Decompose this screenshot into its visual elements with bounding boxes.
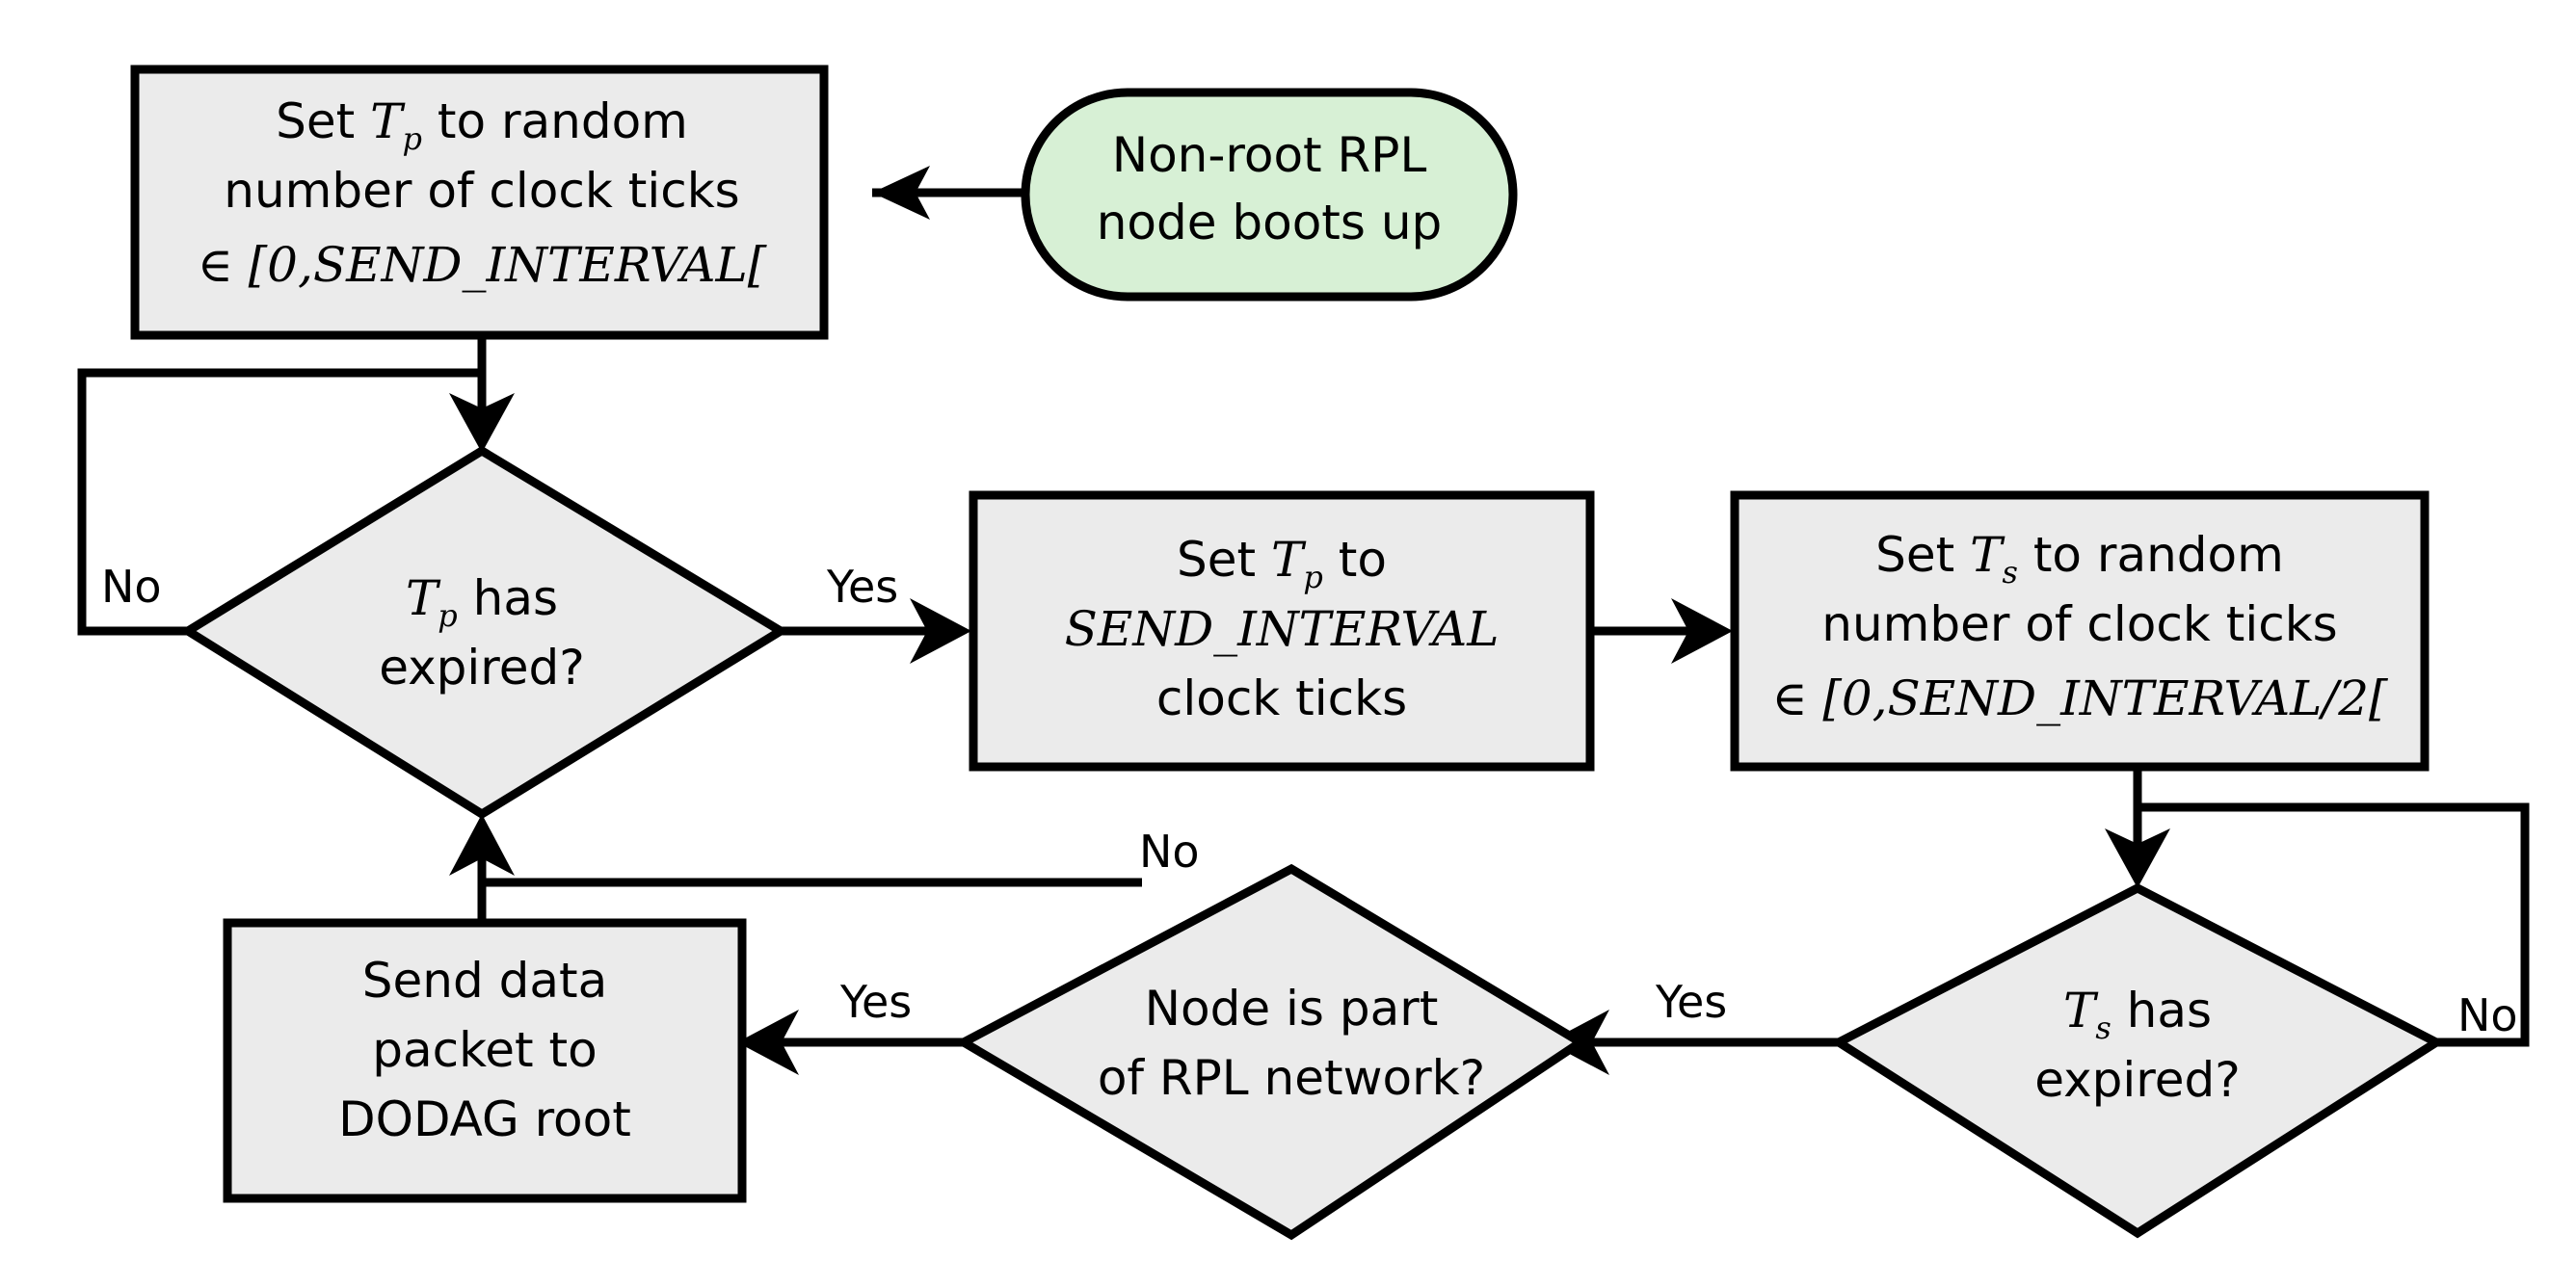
svg-text:Set Tp to: Set Tp to [1177,532,1387,595]
node-ts-expired-has: has [2111,983,2212,1038]
edge-label-tp-no: No [101,561,162,613]
node-set-ts-random-post: to random [2018,527,2284,583]
node-tp-expired-symbol: T [406,570,441,626]
node-set-tp-interval-line2: SEND_INTERVAL [1065,601,1500,657]
node-tp-expired-subscript: p [438,597,457,634]
edge-label-tp-yes: Yes [826,561,898,613]
node-set-ts-random-subscript: s [2003,554,2018,591]
node-set-tp-interval[interactable]: Set Tp to SEND_INTERVAL clock ticks [969,490,1595,772]
node-set-ts-random-symbol: T [1970,527,2005,583]
edge-label-rpl-yes: Yes [839,976,912,1028]
node-set-ts-random-pre: Set [1875,527,1970,583]
edge-tp-yes [781,598,971,664]
node-ts-expired-line2: expired? [2034,1052,2241,1108]
edge-label-ts-yes: Yes [1655,976,1727,1028]
svg-text:Set Ts to random: Set Ts to random [1875,527,2284,591]
node-tp-expired-decision[interactable]: Tp has expired? [179,445,789,820]
node-set-tp-random-line2: number of clock ticks [224,163,739,219]
node-send-line1: Send data [362,953,607,1009]
svg-text:Set Tp to random: Set Tp to random [276,93,688,157]
edge-set-ts-to-decision [2105,771,2170,888]
node-set-ts-random-line3: ∈ [0,SEND_INTERVAL/2[ [1771,670,2388,726]
node-set-tp-interval-pre: Set [1177,532,1271,588]
node-set-ts-random-line2: number of clock ticks [1821,596,2337,652]
edge-send-to-tp-decision [449,814,515,920]
node-rpl-membership-decision[interactable]: Node is part of RPL network? [954,863,1589,1241]
edge-tp-no-loop [77,368,482,636]
node-rpl-line1: Node is part [1145,981,1439,1037]
node-set-tp-interval-post: to [1323,532,1387,588]
node-ts-expired-subscript: s [2095,1010,2111,1046]
svg-text:Tp has: Tp has [406,570,558,634]
node-set-tp-random-line3: ∈ [0,SEND_INTERVAL[ [198,237,767,293]
edge-ts-no-loop [2138,802,2530,1047]
edge-start-to-set-tp [872,166,1022,220]
node-ts-expired-symbol: T [2063,983,2099,1038]
node-set-tp-random-subscript: p [402,120,421,157]
node-start-terminator[interactable]: Non-root RPL node boots up [1021,88,1518,302]
node-ts-expired-decision[interactable]: Ts has expired? [1829,882,2446,1239]
node-tp-expired-has: has [458,570,558,626]
edge-set-tp-to-decision [449,335,515,453]
node-send-packet[interactable]: Send data packet to DODAG root [223,918,747,1203]
edge-label-ts-no: No [2457,989,2518,1041]
node-send-line3: DODAG root [338,1091,631,1147]
node-rpl-line2: of RPL network? [1098,1050,1485,1106]
node-set-tp-interval-subscript: p [1303,559,1322,595]
node-set-tp-random[interactable]: Set Tp to random number of clock ticks ∈… [130,65,829,340]
node-set-ts-random[interactable]: Set Ts to random number of clock ticks ∈… [1730,490,2430,772]
node-set-tp-interval-symbol: T [1271,532,1307,588]
node-start-line2: node boots up [1097,195,1443,250]
node-set-tp-random-symbol: T [370,93,406,149]
edge-rpl-yes [737,1010,964,1075]
edge-set-tp-interval-to-set-ts [1590,598,1733,664]
node-start-line1: Non-root RPL [1112,127,1427,183]
node-tp-expired-line2: expired? [379,640,585,696]
edge-label-rpl-no: No [1139,826,1200,878]
node-set-tp-random-line1-pre: Set [276,93,370,149]
node-send-line2: packet to [372,1022,598,1078]
svg-text:Ts has: Ts has [2063,983,2212,1046]
node-set-tp-random-line1-post: to random [422,93,688,149]
node-set-tp-interval-line3: clock ticks [1156,670,1407,726]
